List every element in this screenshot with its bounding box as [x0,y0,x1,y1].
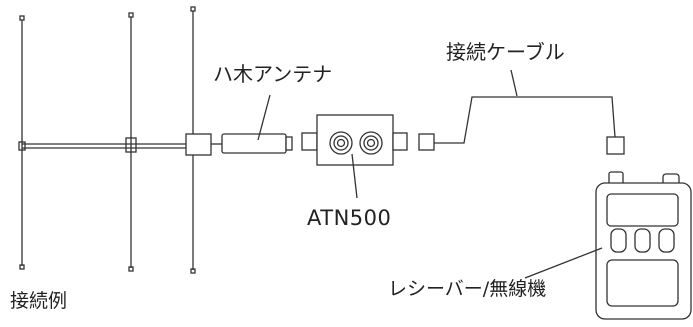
yagi-antenna-label: ハ木アンテナ [213,62,333,86]
cable-plug-right [606,136,625,155]
cable-plug-left [418,133,435,151]
cable-label-leader [510,69,518,97]
radio-body [595,182,692,320]
atn500-label: ATN500 [307,206,392,230]
atn500-left-plug [301,132,318,151]
connection-cable [418,69,625,155]
atn500-jack-right-pin [366,138,376,148]
driven-tip-bottom [190,268,196,274]
reflector-mount [18,141,26,151]
director-tip-bottom [128,266,134,272]
yagi-label-leader [257,94,271,141]
balun-plug [285,136,293,151]
feed-box [185,133,212,156]
atn500-label-leader [351,153,358,199]
radio-display [606,193,679,227]
handheld-radio [595,171,692,320]
atn500-jack-right [359,131,383,155]
radio-button-2 [634,228,651,253]
receiver-label: レシーバー/無線機 [388,278,547,300]
atn500-jack-left-pin [336,138,346,148]
balun-body [221,133,287,154]
atn500-jack-left-inner [333,135,349,151]
reflector-tip-top [19,15,25,21]
director-tip-top [128,12,134,18]
balun-connector [221,133,293,154]
connection-cable-label: 接続ケーブル [446,40,565,64]
radio-button-1 [610,228,627,253]
atn500-attenuator [301,114,408,166]
radio-keypad [606,259,679,307]
yagi-antenna [18,6,222,274]
atn500-right-plug [392,132,408,151]
driven-tip-top [190,6,196,12]
radio-button-3 [658,228,675,253]
reflector-tip-bottom [19,264,25,270]
radio-label-leader [524,247,603,279]
director-mount [125,137,137,153]
cable-line [434,96,616,144]
atn500-jack-left [329,131,353,155]
caption: 接続例 [10,290,68,312]
atn500-jack-right-inner [363,135,379,151]
